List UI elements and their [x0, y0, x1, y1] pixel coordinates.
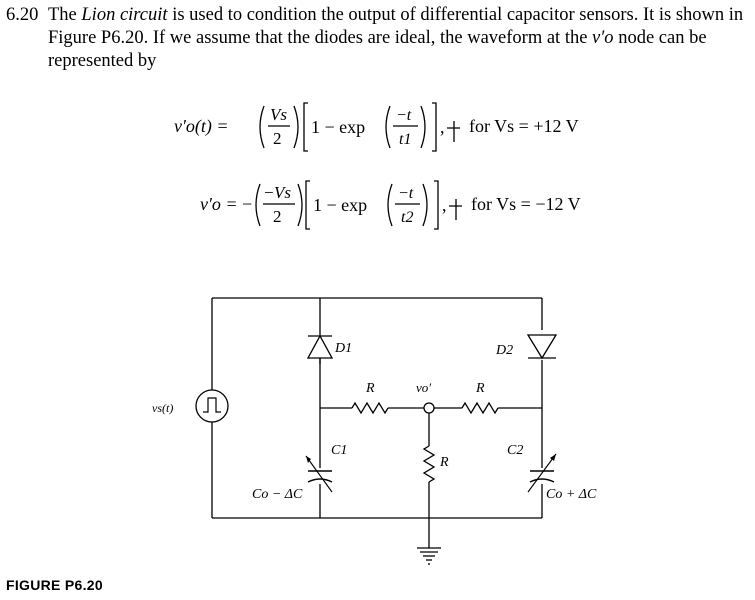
equation-2: v′o = − − Vs 2 1 − exp −t t2 , for Vs = … [200, 180, 581, 230]
eq1-exp-num: −t [396, 107, 412, 124]
diode-d1-icon [306, 330, 334, 364]
eq1-dagger [447, 121, 460, 142]
eq2-inner: 1 − exp [313, 195, 367, 215]
resistor-bottom [422, 445, 436, 483]
lion-circuit-term: Lion circuit [81, 5, 168, 25]
eq2-sign: − [242, 194, 252, 214]
eq1-bracket-left [303, 102, 308, 152]
figure-label: FIGURE P6.20 [6, 577, 103, 593]
resistor-left [351, 401, 389, 415]
eq2-condition: for Vs = −12 V [471, 194, 581, 214]
eq2-paren-right [297, 183, 303, 227]
eq2-exp-den: t2 [401, 209, 413, 226]
eq1-exp-den: t1 [399, 131, 411, 148]
text-segment: is used to condition the output of diffe… [48, 5, 744, 48]
eq2-frac-num-sign: − [264, 183, 274, 202]
problem-body: The Lion circuit is used to condition th… [48, 4, 752, 73]
square-wave-source-icon [195, 389, 229, 423]
diode-d2-icon [526, 330, 558, 360]
c2-label: C2 [507, 443, 523, 458]
c1-label: C1 [331, 443, 347, 458]
eq2-paren-left [255, 183, 261, 227]
eq1-exp-paren-right [420, 105, 426, 149]
text-segment: The [48, 5, 82, 25]
eq1-bracket-right [432, 102, 437, 152]
d2-label: D2 [495, 343, 513, 358]
eq1-paren-right [293, 105, 299, 149]
source-label: vs(t) [152, 401, 173, 415]
c1-value: Co − ΔC [252, 487, 303, 502]
r-bottom-label: R [439, 455, 449, 470]
eq1-exp-paren-left [385, 105, 391, 149]
eq1-condition: for Vs = +12 V [469, 116, 579, 136]
eq2-bracket-right [434, 180, 439, 230]
eq2-bracket-left [305, 180, 310, 230]
variable-capacitor-c1-icon [305, 455, 334, 493]
r-left-label: R [365, 381, 375, 396]
equation-1: v′o(t) = Vs 2 1 − exp −t t1 , for Vs = +… [174, 102, 579, 152]
eq2-exp-num: −t [398, 185, 414, 202]
eq1-inner: 1 − exp [311, 117, 365, 137]
output-node [423, 402, 435, 414]
eq2-exp-paren-right [422, 183, 428, 227]
resistor-right [461, 401, 499, 415]
eq1-paren-left [259, 105, 265, 149]
r-right-label: R [475, 381, 485, 396]
text-segment: node can be represented by [48, 28, 707, 71]
c2-value: Co + ΔC [546, 487, 597, 502]
d1-label: D1 [334, 341, 352, 356]
eq2-lhs: v′o = [200, 194, 238, 214]
eq2-frac-num: Vs [274, 183, 291, 202]
variable-capacitor-c2-icon [527, 453, 557, 493]
eq2-frac-den: 2 [273, 207, 282, 226]
eq1-frac-num: Vs [270, 105, 287, 124]
node-symbol: v′o [592, 28, 614, 48]
problem-number: 6.20 [6, 5, 39, 25]
node-label: vo′ [416, 380, 431, 395]
eq2-comma: , [442, 195, 447, 215]
eq2-exp-paren-left [387, 183, 393, 227]
eq2-dagger [449, 199, 462, 220]
eq1-lhs: v′o(t) = [174, 116, 229, 137]
ground-icon [417, 547, 441, 565]
eq1-frac-den: 2 [273, 129, 282, 148]
eq1-comma: , [440, 117, 445, 137]
